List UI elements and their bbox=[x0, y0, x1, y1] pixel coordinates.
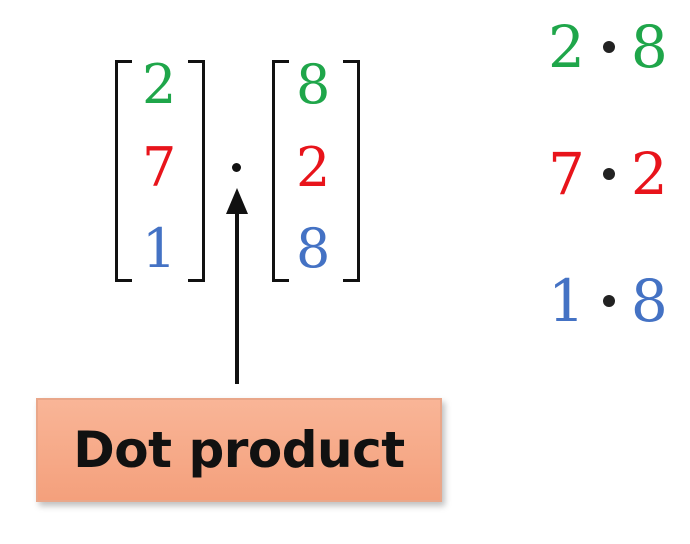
dot-operator-icon bbox=[232, 163, 241, 172]
product-row-1-right: 8 bbox=[630, 13, 668, 81]
vector-a-entry-3: 1 bbox=[142, 217, 177, 280]
up-arrow-icon bbox=[226, 188, 248, 384]
product-row-3-right: 8 bbox=[630, 267, 668, 335]
product-row-2-left: 7 bbox=[548, 140, 585, 208]
multiply-dot-icon bbox=[602, 41, 615, 53]
vector-b-entry-2: 2 bbox=[296, 136, 331, 199]
product-row-2: 7 2 bbox=[548, 145, 668, 203]
dot-product-label: Dot product bbox=[73, 421, 405, 479]
dot-product-label-box: Dot product bbox=[36, 398, 442, 502]
vector-b-entry-1: 8 bbox=[296, 53, 331, 116]
multiply-dot-icon bbox=[602, 295, 615, 307]
product-row-3: 1 8 bbox=[548, 272, 668, 330]
vector-b-left-bracket bbox=[272, 60, 289, 282]
product-row-3-left: 1 bbox=[548, 267, 585, 335]
vector-a-right-bracket bbox=[188, 60, 205, 282]
vector-a-left-bracket bbox=[115, 60, 132, 282]
multiply-dot-icon bbox=[602, 168, 615, 180]
vector-b-right-bracket bbox=[343, 60, 360, 282]
vector-b-entry-3: 8 bbox=[296, 217, 331, 280]
product-row-2-right: 2 bbox=[630, 140, 668, 208]
product-row-1-left: 2 bbox=[548, 13, 585, 81]
vector-a-entry-1: 2 bbox=[142, 53, 177, 116]
product-row-1: 2 8 bbox=[548, 18, 668, 76]
vector-a-entry-2: 7 bbox=[142, 136, 177, 199]
